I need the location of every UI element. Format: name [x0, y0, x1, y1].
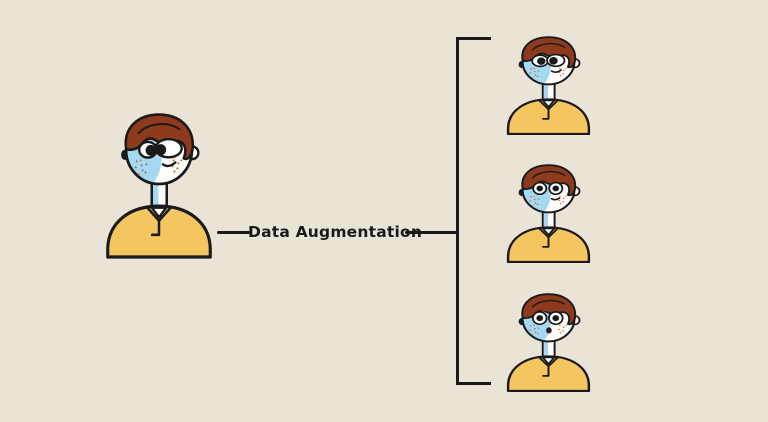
boy-avatar-icon — [502, 30, 595, 136]
original-character — [100, 104, 218, 260]
bracket-vertical-line — [456, 37, 459, 385]
bracket-bottom-tick — [456, 382, 491, 385]
data-augmentation-label: Data Augmentation — [248, 223, 423, 241]
augmented-character-2 — [502, 158, 595, 264]
bracket-top-tick — [456, 37, 491, 40]
connector-line-right — [405, 231, 458, 234]
boy-avatar-icon — [100, 104, 218, 260]
augmented-character-3 — [502, 287, 595, 393]
boy-avatar-icon — [502, 158, 595, 264]
augmented-character-1 — [502, 30, 595, 136]
boy-avatar-icon — [502, 287, 595, 393]
connector-line-left — [217, 231, 250, 234]
